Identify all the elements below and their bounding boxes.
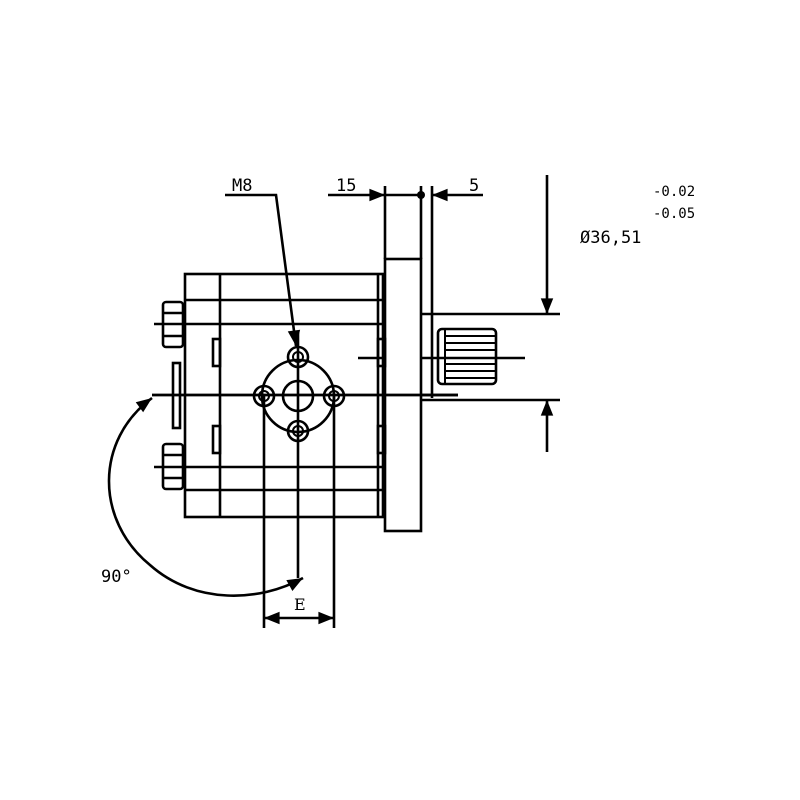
port-spacing-label: E bbox=[294, 595, 306, 614]
rotation-angle-arc bbox=[107, 396, 304, 597]
port-pattern bbox=[152, 332, 458, 628]
splined-shaft bbox=[421, 312, 560, 402]
flange-dimension-label: 15 bbox=[336, 176, 356, 196]
mounting-flange bbox=[358, 186, 434, 533]
dimension-15 bbox=[328, 188, 425, 202]
tolerance-lower: -0.05 bbox=[653, 206, 695, 222]
dimension-m8 bbox=[225, 193, 301, 347]
tolerance-upper: -0.02 bbox=[653, 184, 695, 200]
diameter-label: Ø36,51 bbox=[580, 228, 641, 248]
shaft-offset-label: 5 bbox=[469, 176, 479, 196]
angle-label: 90° bbox=[101, 567, 132, 587]
thread-label: M8 bbox=[232, 176, 252, 196]
bolt-top bbox=[161, 300, 185, 349]
